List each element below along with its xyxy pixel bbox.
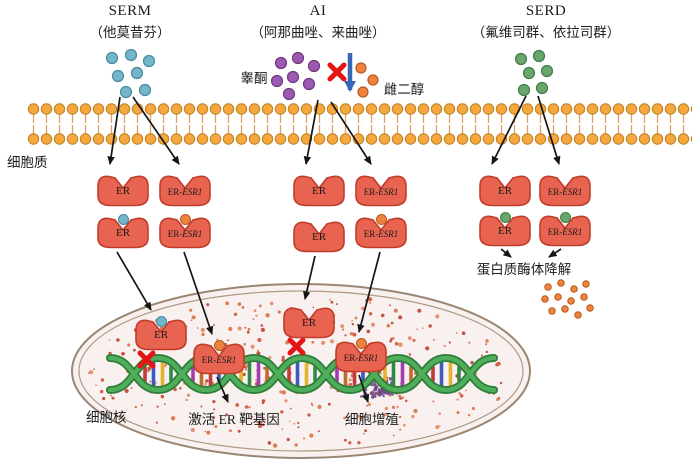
testosterone-label: 睾酮 — [240, 71, 268, 86]
blocked-transcription-x-icon — [287, 337, 306, 356]
receptor-er-esr1-label: ER-ESR1 — [547, 227, 583, 237]
arrow — [491, 95, 527, 165]
dna-strand-highlight — [107, 355, 497, 393]
receptor-shape — [355, 175, 407, 207]
serm-title: SERM — [108, 3, 152, 19]
estradiol-ligand-icon — [179, 214, 191, 225]
receptor-shape — [159, 217, 211, 249]
estradiol-ligand-icon — [213, 340, 225, 351]
receptor-shape — [293, 221, 345, 253]
receptor-shape — [293, 175, 345, 207]
receptor-shape — [355, 217, 407, 249]
receptor-shape — [283, 307, 335, 339]
receptor-shape — [479, 215, 531, 247]
arrow — [116, 251, 152, 311]
serm-drug-names: （他莫昔芬） — [89, 25, 171, 40]
receptor-er-ai-cytoplasm-unbound: ER — [288, 218, 350, 254]
receptor-er-serd-cytoplasm-bound: ER — [474, 212, 536, 248]
dna-strand-highlight — [107, 355, 497, 393]
receptor-er-nucleus-ai: ER — [278, 304, 340, 340]
receptor-er-esr1-label: ER-ESR1 — [547, 187, 583, 197]
receptor-er-esr1-label: ER-ESR1 — [201, 355, 237, 365]
arrow — [132, 96, 180, 165]
receptor-er-serm-cytoplasm-bound: ER — [92, 214, 154, 250]
arrow — [548, 248, 562, 258]
arrow — [216, 376, 229, 403]
cytoplasm-label: 细胞质 — [7, 155, 48, 170]
ai-title: AI — [309, 3, 327, 19]
receptor-er-esr1-ai-cytoplasm-bound: ER-ESR1 — [350, 214, 412, 250]
receptor-er-esr1-nucleus-ai: ER-ESR1 — [330, 338, 392, 374]
receptor-shape — [97, 217, 149, 249]
cell-membrane — [27, 101, 692, 147]
serd-title: SERD — [525, 3, 567, 19]
serd-drug-names: （氟维司群、依拉司群） — [471, 25, 621, 40]
receptor-er-label: ER — [497, 225, 513, 237]
blocked-x-icons — [137, 62, 347, 369]
receptor-er-serm-cytoplasm: ER — [92, 172, 154, 208]
arrow — [330, 101, 372, 165]
serd-ligand-icon — [559, 212, 571, 223]
estradiol-ligand-icon — [375, 214, 387, 225]
receptor-shape — [479, 175, 531, 207]
receptor-er-esr1-label: ER-ESR1 — [167, 187, 203, 197]
blocked-conversion-x-icon — [327, 62, 347, 82]
receptor-er-esr1-nucleus-serm: ER-ESR1 — [188, 340, 250, 376]
serm-ligand-icon — [117, 214, 129, 225]
receptor-er-esr1-label: ER-ESR1 — [363, 187, 399, 197]
arrow — [358, 374, 370, 403]
arrow — [303, 99, 319, 165]
receptor-shape — [135, 319, 187, 351]
receptor-er-esr1-serd-cytoplasm-bound: ER-ESR1 — [534, 212, 596, 248]
receptor-er-label: ER — [497, 185, 513, 197]
receptor-shape — [97, 175, 149, 207]
signal-arrows — [107, 95, 562, 403]
receptor-er-esr1-ai-cytoplasm: ER-ESR1 — [350, 172, 412, 208]
proteasome-degradation-label: 蛋白质酶体降解 — [476, 262, 572, 277]
estradiol-label: 雌二醇 — [383, 82, 425, 97]
blocked-transcription-x-icon — [137, 350, 156, 369]
nucleus-inner-border — [78, 290, 524, 452]
receptor-shape — [539, 175, 591, 207]
receptor-er-esr1-serd-cytoplasm: ER-ESR1 — [534, 172, 596, 208]
arrow — [357, 251, 381, 333]
receptor-er-serd-cytoplasm: ER — [474, 172, 536, 208]
receptor-shape — [159, 175, 211, 207]
receptor-er-label: ER — [153, 329, 169, 341]
arrow — [107, 96, 121, 165]
receptor-er-nucleus-serm: ER — [130, 316, 192, 352]
receptor-er-label: ER — [115, 227, 131, 239]
receptor-er-label: ER — [311, 231, 327, 243]
dna-helix — [106, 353, 498, 395]
arrow — [303, 255, 316, 300]
cell-proliferation-label: 细胞增殖 — [345, 412, 399, 427]
serd-ligand-icon — [499, 212, 511, 223]
receptor-shape — [193, 343, 245, 375]
receptor-er-esr1-label: ER-ESR1 — [343, 353, 379, 363]
estradiol-ligand-icon — [355, 338, 367, 349]
receptor-shape — [335, 341, 387, 373]
receptor-er-esr1-label: ER-ESR1 — [363, 229, 399, 239]
receptor-shape — [539, 215, 591, 247]
receptor-er-esr1-serm-cytoplasm-bound: ER-ESR1 — [154, 214, 216, 250]
receptor-er-esr1-serm-cytoplasm: ER-ESR1 — [154, 172, 216, 208]
receptor-er-esr1-label: ER-ESR1 — [167, 229, 203, 239]
molecule-clusters — [105, 48, 594, 319]
receptor-er-label: ER — [311, 185, 327, 197]
activate-er-target-genes-label: 激活 ER 靶基因 — [188, 412, 280, 427]
arrow — [537, 95, 561, 165]
receptor-er-ai-cytoplasm: ER — [288, 172, 350, 208]
arrow — [183, 251, 214, 335]
receptor-er-label: ER — [301, 317, 317, 329]
ai-drug-names: （阿那曲唑、来曲唑） — [250, 25, 386, 40]
serm-ligand-icon — [155, 316, 167, 327]
nucleus-label: 细胞核 — [86, 410, 127, 425]
arrow — [500, 248, 512, 258]
receptor-er-label: ER — [115, 185, 131, 197]
